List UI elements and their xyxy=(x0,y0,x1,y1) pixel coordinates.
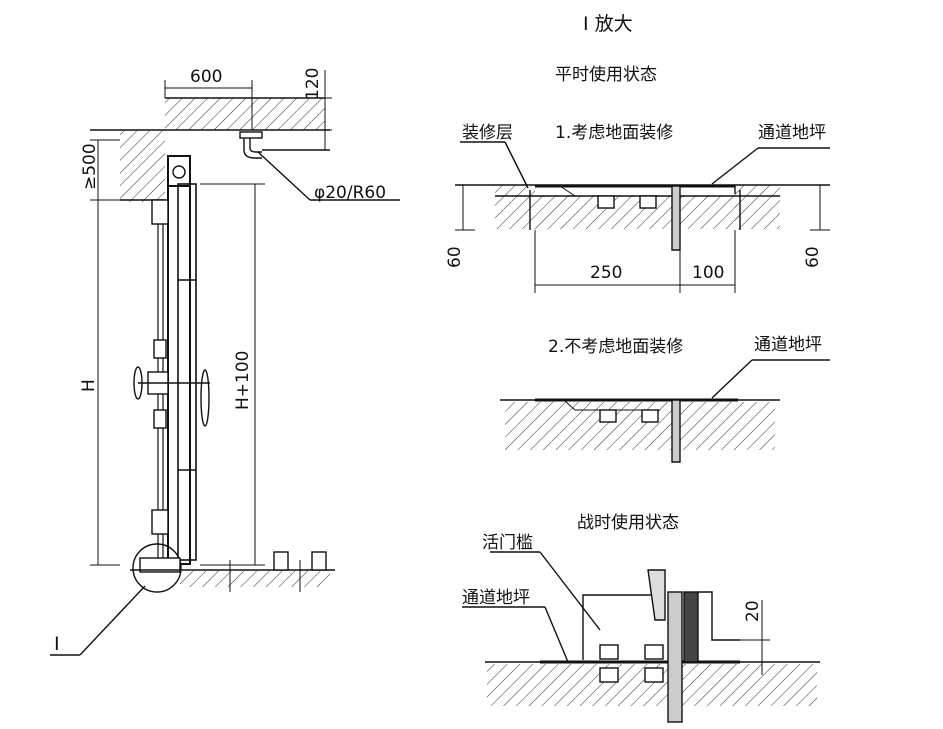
case1-section xyxy=(455,141,830,293)
ceiling-slab xyxy=(165,98,325,130)
detail-leader xyxy=(79,585,146,656)
anchor-bolt-2 xyxy=(311,551,327,571)
case2-angle xyxy=(671,399,681,463)
finish-layer-label: 装修层 xyxy=(462,123,513,143)
pipe-leader xyxy=(257,151,311,201)
left-elevation xyxy=(50,70,400,656)
case1-title: 1.考虑地面装修 xyxy=(555,123,673,143)
dim-600: 600 xyxy=(190,67,222,87)
case2-section xyxy=(500,359,830,463)
dim-100: 100 xyxy=(692,263,724,283)
war-frame xyxy=(667,591,683,723)
detail-title: I 放大 xyxy=(583,13,633,35)
upper-wall xyxy=(120,130,165,202)
dim-20: 20 xyxy=(743,600,763,622)
war-state-heading: 战时使用状态 xyxy=(577,512,679,533)
detail-marker: I xyxy=(54,633,60,655)
war-floor-label: 通道地坪 xyxy=(462,588,530,608)
pipe-bend xyxy=(243,135,262,159)
dim-60-right: 60 xyxy=(803,246,823,268)
case2-floor-label: 通道地坪 xyxy=(754,335,822,355)
door-leaf xyxy=(177,183,197,561)
war-door-blade xyxy=(647,569,666,621)
anchor-bolt-1 xyxy=(273,551,289,571)
threshold-box xyxy=(582,594,655,660)
case2-title: 2.不考虑地面装修 xyxy=(548,337,683,357)
detail-circle xyxy=(132,543,182,593)
dim-120: 120 xyxy=(303,68,323,100)
pipe-note: φ20/R60 xyxy=(314,183,386,203)
normal-state-heading: 平时使用状态 xyxy=(555,64,657,85)
dim-250: 250 xyxy=(590,263,622,283)
case1-angle xyxy=(671,185,681,251)
dim-60-left: 60 xyxy=(445,246,465,268)
war-section xyxy=(462,551,820,723)
handwheel-right xyxy=(200,369,210,427)
dim-h: H xyxy=(79,379,99,392)
dim-min-500: ≥500 xyxy=(80,143,100,190)
door-post xyxy=(167,155,191,565)
dim-h-plus-100: H+100 xyxy=(233,351,253,410)
handwheel-left xyxy=(133,366,143,400)
threshold-label: 活门槛 xyxy=(482,533,533,553)
dimensions-left xyxy=(90,70,332,566)
case1-floor-label: 通道地坪 xyxy=(758,123,826,143)
